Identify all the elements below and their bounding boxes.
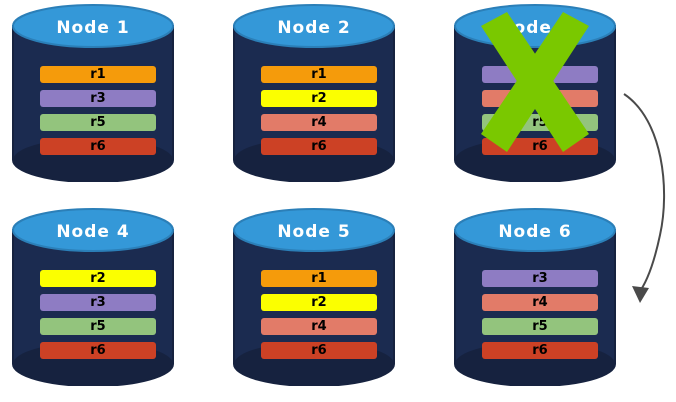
replica-bar[interactable]: r5 [482,114,598,131]
replica-list-1: r1 r3 r5 r6 [40,66,156,155]
replica-label: r1 [311,67,327,82]
replica-label: r1 [311,271,327,286]
replica-list-4: r2 r3 r5 r6 [40,270,156,359]
replica-label: r2 [311,295,327,310]
replica-label: r6 [532,343,548,358]
node-cylinder-6[interactable]: Node 6 r3 r4 r5 r6 [453,208,617,386]
replica-bar[interactable]: r6 [40,342,156,359]
replica-label: r4 [311,319,327,334]
replica-bar[interactable]: r2 [261,90,377,107]
replica-label: r6 [532,139,548,154]
replica-bar[interactable]: r6 [40,138,156,155]
node-cylinder-3[interactable]: Node 3 r3 r4 r5 r6 [453,4,617,182]
replica-bar[interactable]: r6 [261,138,377,155]
replica-bar[interactable]: r3 [40,90,156,107]
replica-label: r1 [90,67,106,82]
replica-list-2: r1 r2 r4 r6 [261,66,377,155]
replica-bar[interactable]: r3 [482,66,598,83]
replica-bar[interactable]: r5 [482,318,598,335]
replica-list-6: r3 r4 r5 r6 [482,270,598,359]
replica-label: r6 [311,139,327,154]
node-cylinder-4[interactable]: Node 4 r2 r3 r5 r6 [11,208,175,386]
replica-bar[interactable]: r4 [261,114,377,131]
replica-label: r3 [90,295,106,310]
replica-label: r6 [90,139,106,154]
node-cylinder-2[interactable]: Node 2 r1 r2 r4 r6 [232,4,396,182]
node-cylinder-1[interactable]: Node 1 r1 r3 r5 r6 [11,4,175,182]
replica-bar[interactable]: r6 [482,342,598,359]
replica-label: r5 [532,115,548,130]
replica-label: r3 [532,271,548,286]
replica-bar[interactable]: r4 [482,90,598,107]
replica-bar[interactable]: r5 [40,318,156,335]
replica-label: r5 [90,115,106,130]
replica-label: r3 [90,91,106,106]
replica-bar[interactable]: r1 [261,66,377,83]
replica-bar[interactable]: r2 [261,294,377,311]
replica-bar[interactable]: r1 [40,66,156,83]
replica-label: r3 [532,67,548,82]
replica-bar[interactable]: r4 [482,294,598,311]
replica-bar[interactable]: r1 [261,270,377,287]
node-cylinder-5[interactable]: Node 5 r1 r2 r4 r6 [232,208,396,386]
replica-label: r6 [311,343,327,358]
replica-label: r4 [532,295,548,310]
replica-label: r2 [311,91,327,106]
replica-label: r5 [532,319,548,334]
replica-bar[interactable]: r5 [40,114,156,131]
replica-list-5: r1 r2 r4 r6 [261,270,377,359]
replica-bar[interactable]: r4 [261,318,377,335]
replica-label: r5 [90,319,106,334]
replica-label: r4 [532,91,548,106]
replica-label: r4 [311,115,327,130]
replica-list-3: r3 r4 r5 r6 [482,66,598,155]
replica-label: r2 [90,271,106,286]
replica-bar[interactable]: r6 [482,138,598,155]
replica-bar[interactable]: r2 [40,270,156,287]
replica-bar[interactable]: r6 [261,342,377,359]
replica-bar[interactable]: r3 [40,294,156,311]
replica-bar[interactable]: r3 [482,270,598,287]
replica-label: r6 [90,343,106,358]
